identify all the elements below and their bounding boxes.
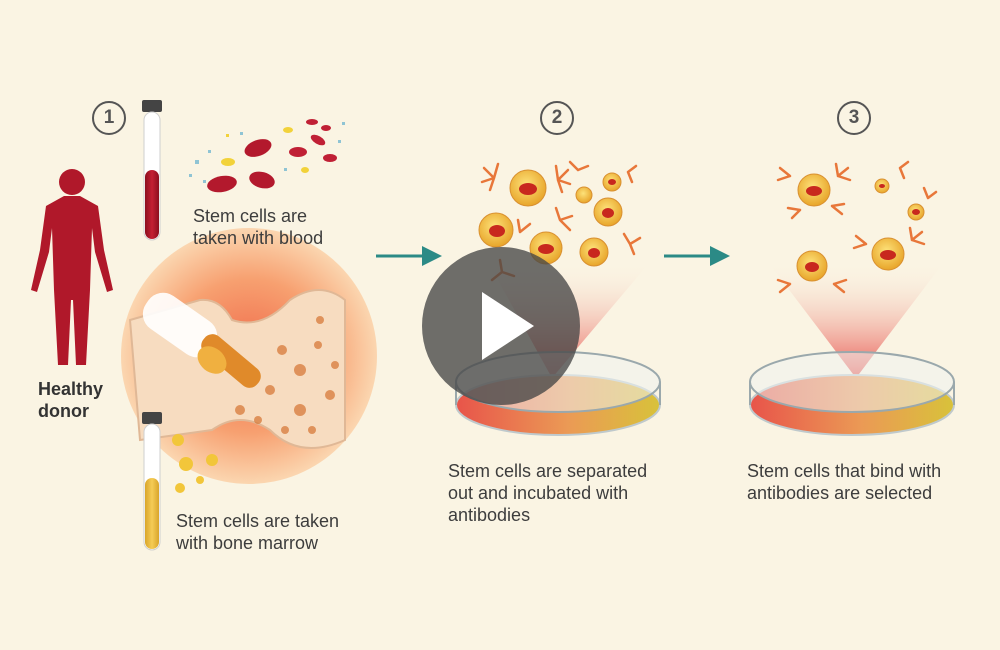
- human-silhouette-icon: [31, 169, 113, 365]
- donor-label-line1: Healthy: [38, 379, 104, 399]
- blood-caption-line1: Stem cells are: [193, 206, 308, 226]
- step3-caption-line2: antibodies are selected: [747, 483, 933, 503]
- marrow-caption-line2: with bone marrow: [176, 533, 319, 553]
- step3-caption-line1: Stem cells that bind with: [747, 461, 942, 481]
- blood-caption: Stem cells are taken with blood: [193, 205, 323, 249]
- marrow-cells-cluster: [172, 434, 218, 493]
- step2-caption: Stem cells are separated out and incubat…: [448, 460, 647, 526]
- step-number-1: 1: [92, 101, 126, 135]
- marrow-tube-icon: [142, 412, 162, 551]
- step3-cells-cluster: [776, 160, 938, 294]
- step-number-2: 2: [540, 101, 574, 135]
- video-play-button[interactable]: [422, 247, 580, 405]
- step2-caption-line2: out and incubated with: [448, 483, 629, 503]
- marrow-caption-line1: Stem cells are taken: [176, 511, 340, 531]
- bone-marrow-illustration: [121, 228, 377, 484]
- arrow-right-icon: [664, 246, 730, 266]
- step2-caption-line3: antibodies: [448, 505, 531, 525]
- donor-label: Healthy donor: [38, 378, 103, 422]
- step2-caption-line1: Stem cells are separated: [448, 461, 648, 481]
- blood-caption-line2: taken with blood: [193, 228, 324, 248]
- marrow-caption: Stem cells are taken with bone marrow: [176, 510, 339, 554]
- step3-dish-illustration: [749, 262, 955, 436]
- donor-label-line2: donor: [38, 401, 89, 421]
- blood-tube-icon: [142, 100, 162, 241]
- play-icon: [482, 292, 534, 360]
- step-number-3: 3: [837, 101, 871, 135]
- step3-caption: Stem cells that bind with antibodies are…: [747, 460, 941, 504]
- blood-cells-cluster: [189, 119, 345, 193]
- arrow-right-icon: [376, 246, 442, 266]
